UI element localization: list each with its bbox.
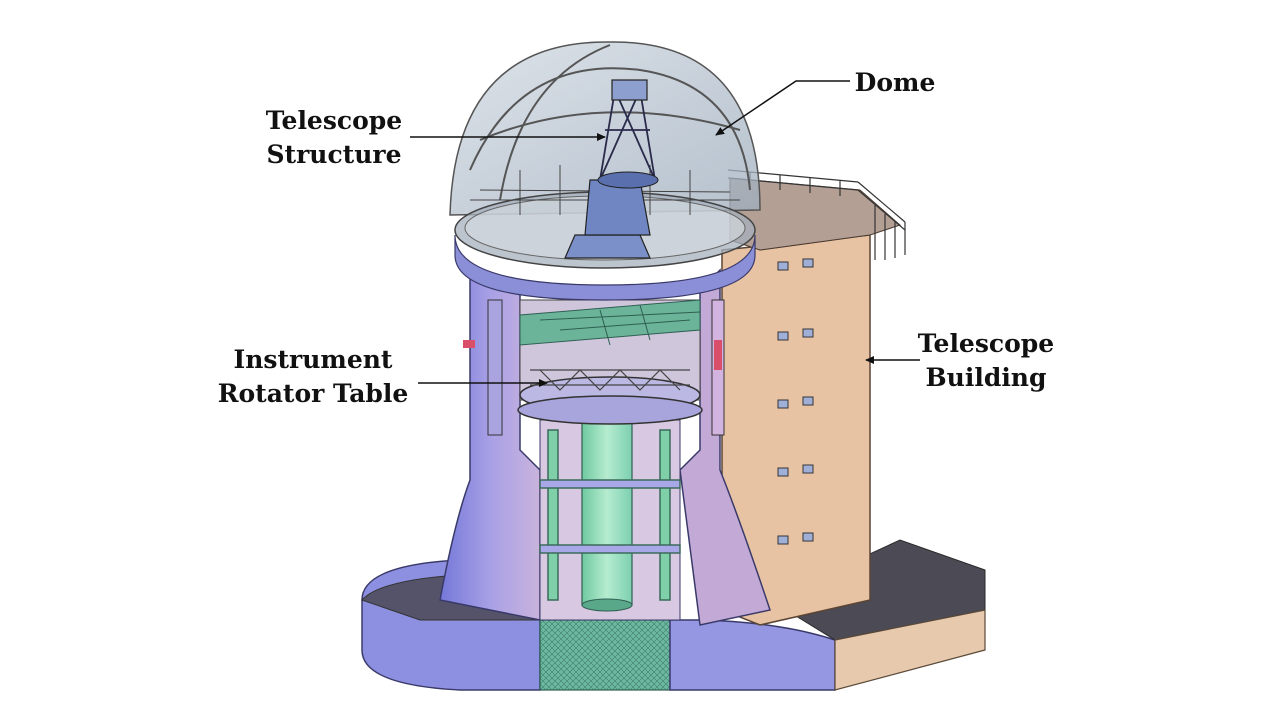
dome-label: Dome xyxy=(840,66,950,100)
inner-shaft xyxy=(539,419,681,621)
telescope-building-label: Telescope Building xyxy=(904,327,1068,395)
telescope-structure-label: Telescope Structure xyxy=(248,104,420,172)
telescope-structure-label-line1: Telescope xyxy=(265,106,403,135)
telescope-structure-label-line2: Structure xyxy=(266,140,402,169)
tower-cylinder xyxy=(439,268,771,626)
dome-leader-arrow xyxy=(715,80,850,136)
telescope-structure xyxy=(564,79,659,259)
dome xyxy=(449,41,761,301)
instrument-rotator-table-label-line1: Instrument xyxy=(233,345,393,374)
telescope-building-label-line1: Telescope xyxy=(917,329,1055,358)
telescope-building xyxy=(721,169,906,626)
instrument-rotator-table-label-line2: Rotator Table xyxy=(217,379,409,408)
leader-lines xyxy=(410,80,920,387)
instrument-rotator-table xyxy=(517,299,703,425)
telescope-building-label-line2: Building xyxy=(925,363,1047,392)
dome-label-line1: Dome xyxy=(854,68,936,97)
instrument-rotator-table-label: Instrument Rotator Table xyxy=(210,343,416,411)
